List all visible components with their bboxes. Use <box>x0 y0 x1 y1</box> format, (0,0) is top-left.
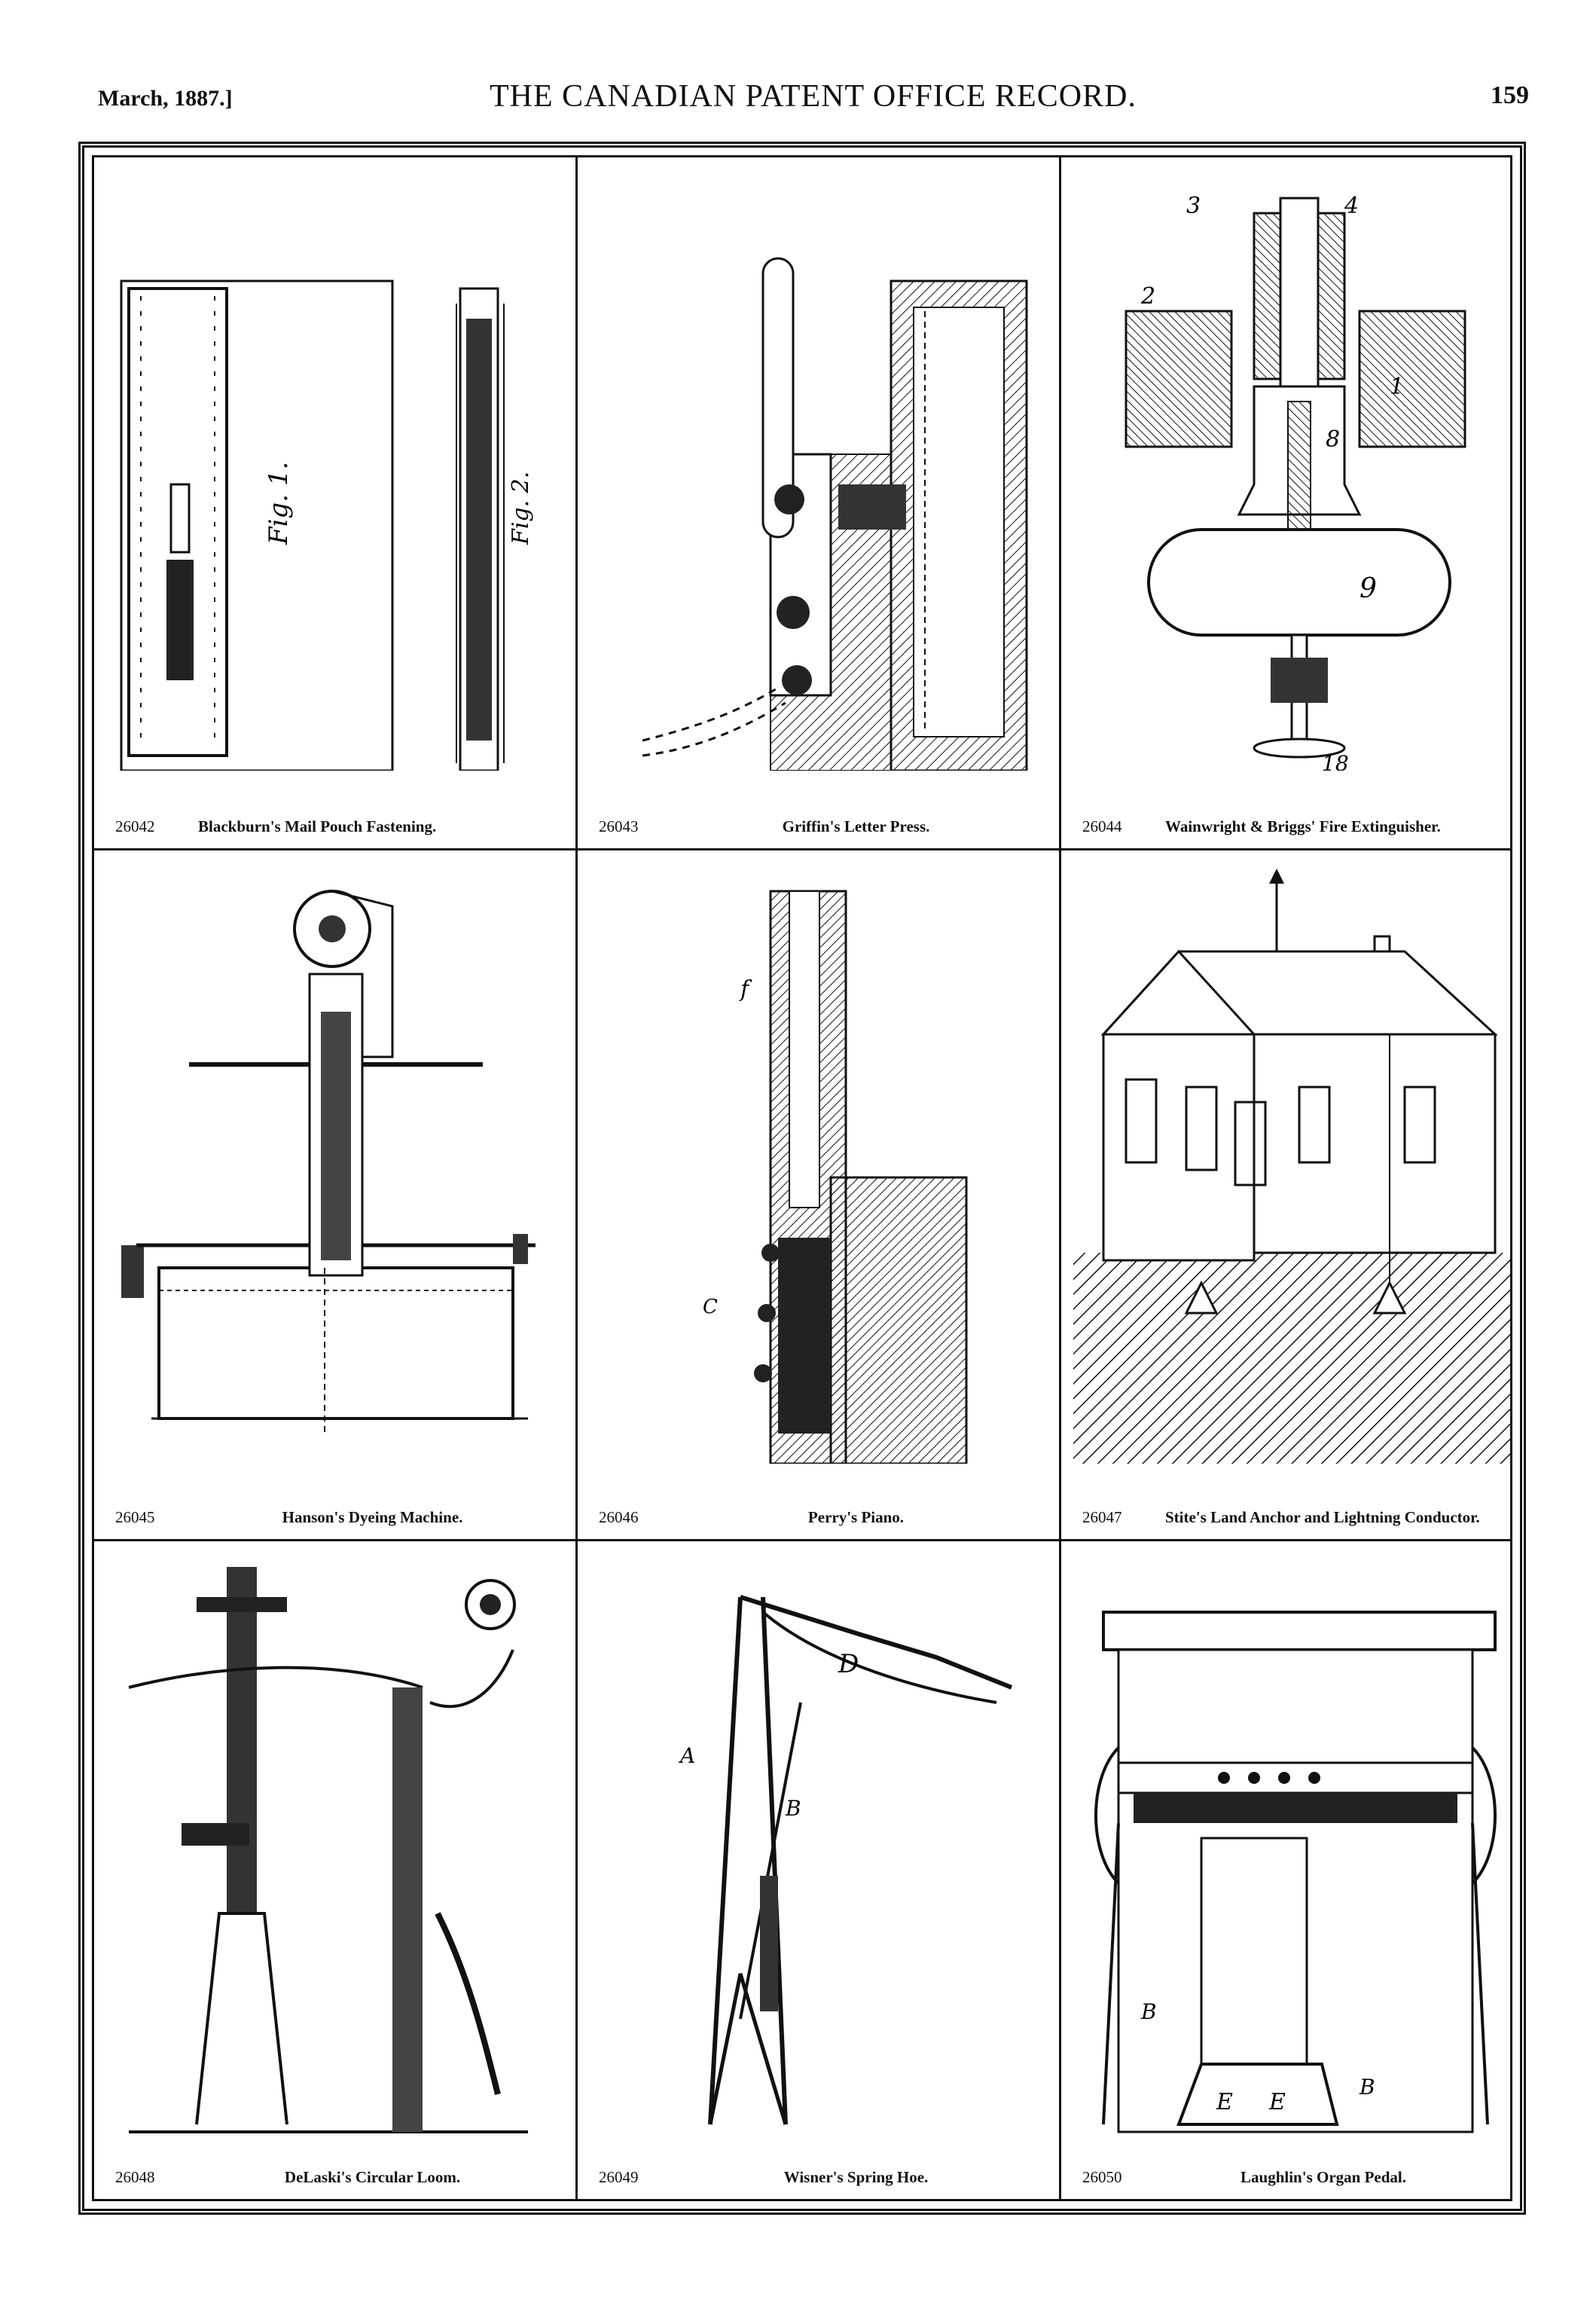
svg-text:B: B <box>1359 2075 1375 2100</box>
page-number: 159 <box>1491 81 1529 109</box>
figure-cell-26046: f C 26046 Perry's Piano. <box>578 851 1061 1541</box>
svg-text:Fig. 1.: Fig. 1. <box>264 462 294 545</box>
figure-cell-26049: D A B 26049 Wisner's Spring Hoe. <box>578 1541 1061 2199</box>
patent-number: 26046 <box>599 1508 639 1526</box>
svg-text:9: 9 <box>1359 573 1377 604</box>
publication-title: THE CANADIAN PATENT OFFICE RECORD. <box>490 79 1137 114</box>
patent-title: Hanson's Dyeing Machine. <box>282 1508 463 1526</box>
patent-number: 26044 <box>1082 817 1122 835</box>
patent-title: Wisner's Spring Hoe. <box>783 2168 929 2186</box>
dyeing-machine-drawing-icon <box>121 890 536 1434</box>
patent-number: 26047 <box>1082 1508 1122 1526</box>
patent-title: Griffin's Letter Press. <box>782 817 930 835</box>
patent-number: 26049 <box>599 2168 639 2186</box>
piano-section-drawing-icon: f C <box>703 890 968 1464</box>
patent-number: 26045 <box>115 1508 155 1526</box>
svg-text:E: E <box>1216 2089 1233 2115</box>
spring-hoe-drawing-icon: D A B <box>678 1595 1013 2125</box>
circular-loom-drawing-icon <box>128 1567 528 2133</box>
patent-title: DeLaski's Circular Loom. <box>284 2168 461 2186</box>
svg-text:2: 2 <box>1140 283 1155 310</box>
svg-text:Fig. 2.: Fig. 2. <box>508 472 534 545</box>
organ-pedal-drawing-icon: E E B B <box>1094 1611 1497 2133</box>
patent-title: Perry's Piano. <box>807 1508 905 1526</box>
svg-text:f: f <box>739 976 752 1003</box>
patent-number: 26048 <box>115 2168 155 2186</box>
svg-text:B: B <box>785 1796 801 1821</box>
figure-cell-26048: 26048 DeLaski's Circular Loom. <box>94 1541 578 2199</box>
patent-title: Laughlin's Organ Pedal. <box>1240 2168 1406 2186</box>
patent-title: Stite's Land Anchor and Lightning Conduc… <box>1165 1508 1480 1526</box>
issue-date: March, 1887.] <box>98 86 233 111</box>
figure-cell-26043: 26043 Griffin's Letter Press. <box>578 157 1061 851</box>
patent-plate: Fig. 1. Fig. 2. 26042 Blackburn's Mail P… <box>78 142 1526 2215</box>
letter-press-drawing-icon <box>642 257 1028 771</box>
svg-text:4: 4 <box>1344 193 1359 219</box>
svg-text:D: D <box>838 1649 859 1679</box>
svg-text:B: B <box>1140 1999 1157 2024</box>
svg-text:8: 8 <box>1326 426 1340 453</box>
patent-title: Wainwright & Briggs' Fire Extinguisher. <box>1165 817 1441 835</box>
svg-text:18: 18 <box>1322 751 1349 771</box>
mail-pouch-fastening-drawing-icon: Fig. 1. Fig. 2. <box>120 279 534 771</box>
figure-cell-26042: Fig. 1. Fig. 2. 26042 Blackburn's Mail P… <box>94 157 578 851</box>
svg-text:3: 3 <box>1186 193 1201 219</box>
svg-text:1: 1 <box>1390 374 1404 400</box>
svg-text:C: C <box>703 1296 718 1318</box>
svg-text:A: A <box>678 1743 695 1768</box>
running-header: March, 1887.] THE CANADIAN PATENT OFFICE… <box>98 75 1529 121</box>
svg-text:E: E <box>1268 2089 1286 2115</box>
figure-cell-26050: E E B B 26050 Laughlin's Organ Pedal. <box>1061 1541 1510 2199</box>
patent-number: 26043 <box>599 817 639 835</box>
patent-number: 26042 <box>115 817 155 835</box>
house-lightning-conductor-drawing-icon <box>1073 869 1510 1464</box>
figure-cell-26047: 26047 Stite's Land Anchor and Lightning … <box>1061 851 1510 1541</box>
fire-extinguisher-drawing-icon: 3 4 2 1 8 9 18 <box>1125 193 1466 771</box>
patent-number: 26050 <box>1082 2168 1122 2186</box>
figure-cell-26044: 3 4 2 1 8 9 18 26044 Wainwright & Briggs… <box>1061 157 1510 851</box>
figure-cell-26045: 26045 Hanson's Dyeing Machine. <box>94 851 578 1541</box>
patent-title: Blackburn's Mail Pouch Fastening. <box>198 817 437 835</box>
